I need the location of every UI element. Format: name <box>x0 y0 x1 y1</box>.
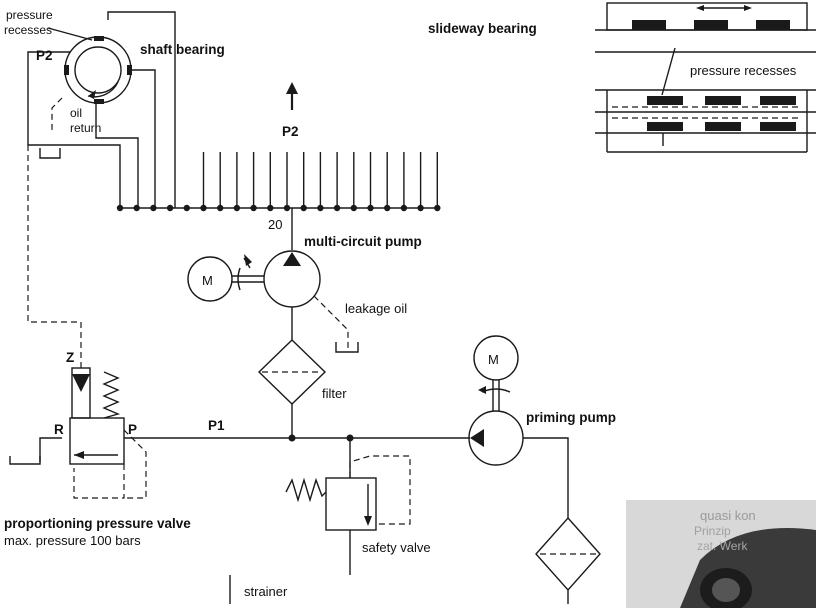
manifold-junction-dot <box>283 204 291 212</box>
manifold-junction-dot <box>417 204 424 212</box>
leakage-oil-line <box>313 295 349 350</box>
recess-mark-left <box>64 65 69 75</box>
leakage-oil-tank <box>335 342 359 353</box>
valve-spring <box>102 371 121 419</box>
label-strainer: strainer <box>244 584 288 599</box>
label-slideway-bearing: slideway bearing <box>428 21 537 36</box>
shaft-bearing-symbol <box>64 36 132 104</box>
manifold-junction-dot <box>317 204 324 212</box>
label-shaft-bearing: shaft bearing <box>140 42 225 57</box>
label-return: return <box>70 121 101 135</box>
manifold-junction-dot <box>133 204 140 212</box>
label-p1: P1 <box>208 418 225 433</box>
slideway-bearing-figure <box>595 2 816 153</box>
manifold-junction-dot <box>116 204 124 212</box>
manifold-junction-dot <box>300 204 307 212</box>
manifold-junction-dot <box>434 204 441 212</box>
bearing-line-right <box>132 69 156 208</box>
photo-text-3: zat. Werk <box>697 539 748 553</box>
manifold-junction-dot <box>217 204 224 212</box>
manifold-junction-dot <box>150 204 157 212</box>
valve-r-tank <box>9 456 41 465</box>
label-p2-left: P2 <box>36 48 53 63</box>
bearing-line-top <box>107 11 176 208</box>
proportioning-valve-body <box>69 417 125 465</box>
manifold-junction-dot <box>267 204 274 212</box>
label-priming-pump: priming pump <box>526 410 616 425</box>
p2-manifold <box>116 152 441 212</box>
manifold-junction-dot <box>183 204 190 212</box>
label-port-z: Z <box>66 350 74 365</box>
motor-2-rotation-arc <box>481 388 511 393</box>
manifold-junction-dot <box>400 204 408 212</box>
bearing-line-bottom <box>95 103 139 208</box>
label-multi-circuit-pump: multi-circuit pump <box>304 234 422 249</box>
photo-text-1: quasi kon <box>700 508 756 523</box>
motor-1-rotation-arc <box>237 267 241 291</box>
safety-valve-pilot-line <box>349 455 411 525</box>
p2-arrow-head <box>286 82 298 94</box>
label-port-p: P <box>128 422 137 437</box>
manifold-junction-dot <box>367 204 374 212</box>
oil-return-tank <box>39 148 61 159</box>
photo-text-2: Prinzip <box>694 524 731 538</box>
manifold-junction-dot <box>233 204 241 212</box>
safety-valve-body <box>325 477 377 531</box>
manifold-junction-dot <box>166 204 174 212</box>
motor-2-symbol <box>473 335 519 381</box>
label-max-pressure: max. pressure 100 bars <box>4 533 141 548</box>
recess-mark-top <box>94 36 104 41</box>
manifold-junction-dot <box>250 204 257 212</box>
valve-r-line <box>39 437 62 462</box>
label-filter: filter <box>322 386 347 401</box>
valve-pilot-triangle <box>72 374 90 392</box>
pump-direction-triangle <box>283 252 301 266</box>
label-safety-valve: safety valve <box>362 540 431 555</box>
priming-pump-triangle <box>470 429 484 447</box>
label-pressure-recesses-right: pressure recesses <box>690 63 797 78</box>
recess-mark-bottom <box>94 99 104 104</box>
rotation-arrow-head <box>88 90 96 99</box>
photo-inset: quasi kon Prinzip zat. Werk <box>626 500 816 608</box>
manifold-junction-dot <box>333 204 341 212</box>
label-p2-center: P2 <box>282 124 299 139</box>
bearing-shaft <box>74 46 122 94</box>
label-motor-1: M <box>202 273 213 288</box>
valve-p-pilot <box>123 429 147 499</box>
label-motor-2: M <box>488 352 499 367</box>
label-leakage-oil: leakage oil <box>345 301 407 316</box>
pressure-recess-leader <box>47 27 93 41</box>
label-circuit-count: 20 <box>268 217 282 232</box>
recess-leader-upper <box>661 47 676 96</box>
label-pressure-recesses-1: pressure <box>6 8 53 22</box>
label-pressure-recesses-2: recesses <box>4 23 52 37</box>
pilot-line-z <box>27 145 82 368</box>
manifold-junction-dot <box>384 204 391 212</box>
oil-return-line <box>51 97 63 130</box>
p1-junction-filter <box>288 434 296 442</box>
label-oil: oil <box>70 106 82 120</box>
recess-mark-right <box>127 65 132 75</box>
label-port-r: R <box>54 422 64 437</box>
manifold-junction-dot <box>200 204 207 212</box>
manifold-junction-dot <box>350 204 357 212</box>
priming-suction-line <box>523 437 569 518</box>
valve-internal-pilot <box>73 464 125 499</box>
safety-valve-spring <box>285 477 327 503</box>
motor-1-symbol <box>187 256 233 302</box>
label-proportioning-valve: proportioning pressure valve <box>4 516 191 531</box>
